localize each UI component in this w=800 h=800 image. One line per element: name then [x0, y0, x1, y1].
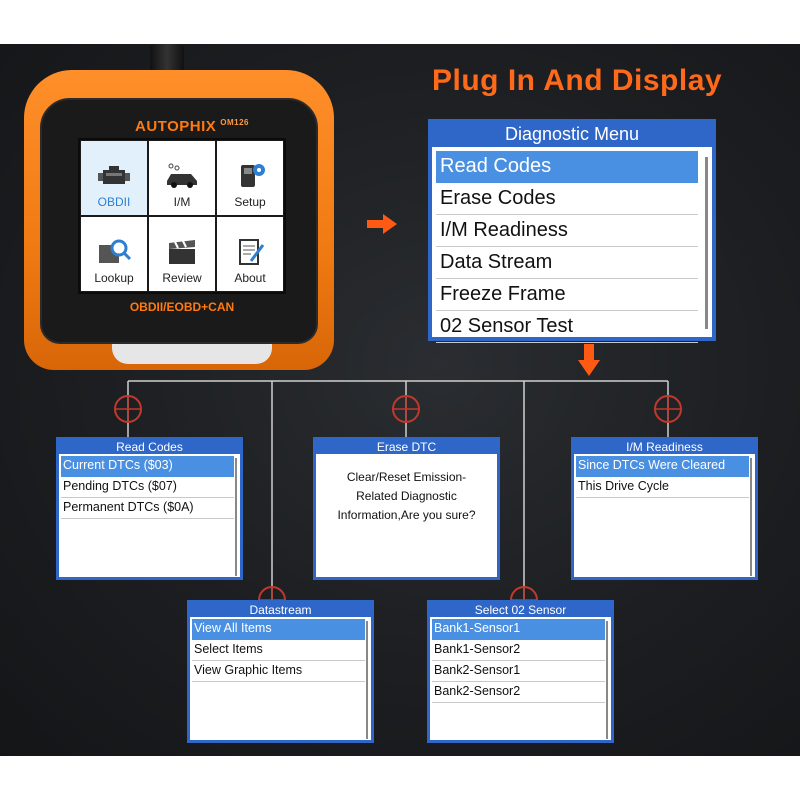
tile-label: About — [234, 271, 266, 285]
tile-about[interactable]: About — [216, 216, 284, 292]
list-item[interactable]: Since DTCs Were Cleared — [576, 456, 749, 477]
list-item[interactable]: Bank1-Sensor2 — [432, 640, 605, 661]
tile-label: Review — [162, 271, 202, 285]
tile-review[interactable]: Review — [148, 216, 216, 292]
list-item[interactable]: Current DTCs ($03) — [61, 456, 234, 477]
menu-item-erase-codes[interactable]: Erase Codes — [436, 183, 698, 215]
model-name: OM126 — [220, 118, 249, 127]
window-scrollbar[interactable] — [750, 458, 752, 576]
window-list: Bank1-Sensor1 Bank1-Sensor2 Bank2-Sensor… — [430, 617, 611, 703]
list-item[interactable]: Bank2-Sensor1 — [432, 661, 605, 682]
erase-confirm-message: Clear/Reset Emission- Related Diagnostic… — [316, 454, 497, 525]
device-screen: OBDII I/M Setup Lookup — [78, 138, 286, 294]
window-scrollbar[interactable] — [235, 458, 237, 576]
o2-sensor-window: Select 02 Sensor Bank1-Sensor1 Bank1-Sen… — [427, 600, 614, 743]
window-title: Erase DTC — [316, 440, 497, 454]
im-readiness-window: I/M Readiness Since DTCs Were Cleared Th… — [571, 437, 758, 580]
list-item[interactable]: View All Items — [192, 619, 365, 640]
list-item[interactable]: Select Items — [192, 640, 365, 661]
tile-im[interactable]: I/M — [148, 140, 216, 216]
list-item[interactable]: This Drive Cycle — [576, 477, 749, 498]
list-item[interactable]: Pending DTCs ($07) — [61, 477, 234, 498]
list-item[interactable]: Bank2-Sensor2 — [432, 682, 605, 703]
device-caption: OBDII/EOBD+CAN — [129, 300, 235, 314]
car-icon — [167, 163, 197, 188]
window-title: Read Codes — [59, 440, 240, 454]
arrow-right-icon — [367, 214, 397, 234]
tile-label: Lookup — [94, 271, 134, 285]
device-bottom-cap — [112, 344, 272, 364]
menu-item-freeze-frame[interactable]: Freeze Frame — [436, 279, 698, 311]
tile-lookup[interactable]: Lookup — [80, 216, 148, 292]
setup-gear-icon — [241, 164, 265, 187]
arrow-down-icon — [578, 344, 600, 376]
window-scrollbar[interactable] — [366, 621, 368, 739]
menu-item-im-readiness[interactable]: I/M Readiness — [436, 215, 698, 247]
tile-label: OBDII — [97, 195, 131, 209]
document-edit-icon — [239, 239, 265, 265]
message-line: Clear/Reset Emission- — [346, 470, 467, 484]
tile-obdii[interactable]: OBDII — [80, 140, 148, 216]
menu-item-read-codes[interactable]: Read Codes — [436, 151, 698, 183]
tile-setup[interactable]: Setup — [216, 140, 284, 216]
tile-label: Setup — [234, 195, 266, 209]
menu-item-o2-sensor-test[interactable]: 02 Sensor Test — [436, 311, 698, 343]
menu-title: Diagnostic Menu — [432, 123, 712, 147]
diagnostic-menu: Diagnostic Menu Read Codes Erase Codes I… — [428, 119, 716, 343]
engine-icon — [98, 166, 130, 184]
message-line: Information,Are you sure? — [337, 508, 476, 522]
headline: Plug In And Display — [432, 64, 723, 97]
message-line: Related Diagnostic — [356, 489, 457, 503]
list-item[interactable]: Permanent DTCs ($0A) — [61, 498, 234, 519]
window-list: View All Items Select Items View Graphic… — [190, 617, 371, 682]
menu-scrollbar[interactable] — [705, 157, 708, 329]
window-list: Since DTCs Were Cleared This Drive Cycle — [574, 454, 755, 498]
datastream-window: Datastream View All Items Select Items V… — [187, 600, 374, 743]
magnifier-icon — [99, 239, 132, 263]
window-scrollbar[interactable] — [606, 621, 608, 739]
window-title: Datastream — [190, 603, 371, 617]
menu-list: Read Codes Erase Codes I/M Readiness Dat… — [432, 147, 712, 343]
menu-item-data-stream[interactable]: Data Stream — [436, 247, 698, 279]
list-item[interactable]: Bank1-Sensor1 — [432, 619, 605, 640]
clapperboard-icon — [169, 240, 195, 264]
list-item[interactable]: View Graphic Items — [192, 661, 365, 682]
window-title: I/M Readiness — [574, 440, 755, 454]
window-title: Select 02 Sensor — [430, 603, 611, 617]
window-list: Current DTCs ($03) Pending DTCs ($07) Pe… — [59, 454, 240, 519]
brand-name: AUTOPHIX — [135, 118, 217, 135]
erase-dtc-window: Erase DTC Clear/Reset Emission- Related … — [313, 437, 500, 580]
tile-label: I/M — [173, 195, 191, 209]
read-codes-window: Read Codes Current DTCs ($03) Pending DT… — [56, 437, 243, 580]
